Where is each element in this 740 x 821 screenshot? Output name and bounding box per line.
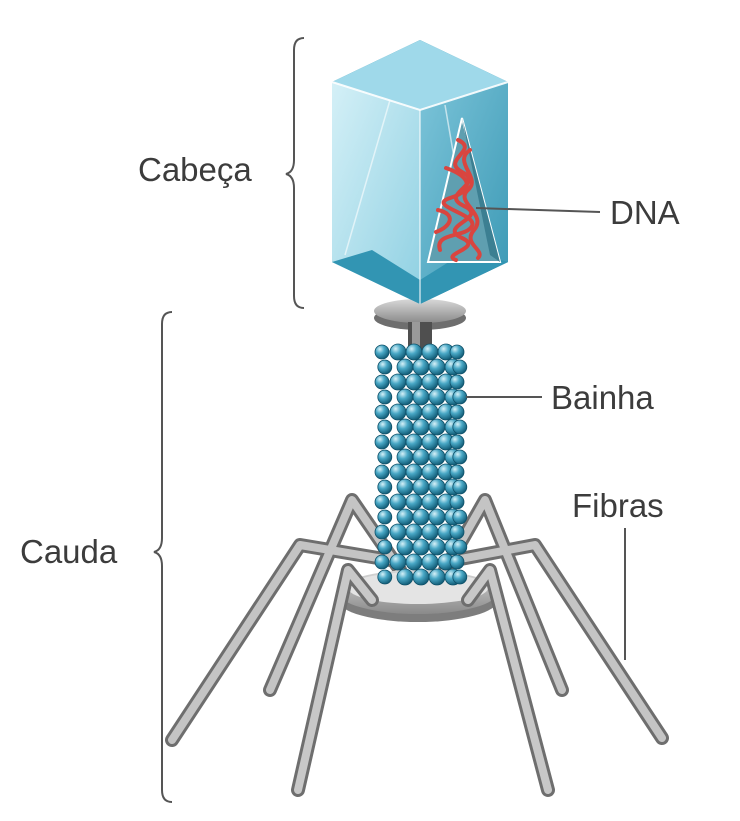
sheath-bead — [389, 433, 407, 451]
tail-label: Cauda — [20, 533, 118, 570]
sheath-bead — [405, 553, 423, 571]
tail-bracket — [153, 311, 173, 803]
sheath-bead — [428, 418, 446, 436]
sheath-bead — [412, 568, 430, 586]
sheath-bead — [374, 434, 390, 450]
sheath-bead — [396, 448, 414, 466]
sheath-bead — [396, 568, 414, 586]
sheath-bead — [374, 464, 390, 480]
sheath-bead — [452, 359, 468, 375]
sheath-bead — [412, 418, 430, 436]
sheath-bead — [449, 434, 465, 450]
sheath-bead — [377, 509, 393, 525]
sheath-bead — [389, 553, 407, 571]
sheath-bead — [405, 493, 423, 511]
sheath-bead — [405, 403, 423, 421]
sheath-bead — [428, 388, 446, 406]
sheath-bead — [449, 344, 465, 360]
sheath-bead — [428, 358, 446, 376]
collar — [374, 299, 466, 350]
sheath-bead — [374, 494, 390, 510]
sheath-bead — [396, 538, 414, 556]
sheath-bead — [421, 403, 439, 421]
sheath-bead — [452, 539, 468, 555]
dna-label: DNA — [610, 194, 680, 231]
capsid-head — [331, 40, 509, 304]
sheath-bead — [421, 373, 439, 391]
sheath-bead — [421, 523, 439, 541]
sheath-bead — [396, 478, 414, 496]
sheath-bead — [389, 523, 407, 541]
sheath-bead — [428, 568, 446, 586]
sheath-bead — [412, 358, 430, 376]
sheath-label: Bainha — [551, 379, 654, 416]
sheath-bead — [452, 419, 468, 435]
fibers-label: Fibras — [572, 487, 664, 524]
sheath-bead — [389, 343, 407, 361]
sheath-bead — [405, 433, 423, 451]
sheath-bead — [428, 508, 446, 526]
sheath-bead — [449, 494, 465, 510]
sheath-bead — [412, 508, 430, 526]
sheath-bead — [377, 539, 393, 555]
sheath-bead — [396, 358, 414, 376]
sheath-bead — [449, 524, 465, 540]
sheath-bead — [449, 464, 465, 480]
sheath-bead — [428, 478, 446, 496]
sheath-bead — [377, 359, 393, 375]
sheath-bead — [374, 344, 390, 360]
sheath-bead — [412, 448, 430, 466]
sheath-bead — [405, 373, 423, 391]
sheath-bead — [449, 404, 465, 420]
sheath-bead — [405, 343, 423, 361]
sheath-bead — [452, 389, 468, 405]
sheath — [374, 343, 468, 586]
sheath-bead — [421, 343, 439, 361]
sheath-bead — [449, 554, 465, 570]
sheath-bead — [412, 538, 430, 556]
sheath-bead — [421, 493, 439, 511]
sheath-bead — [421, 553, 439, 571]
sheath-bead — [405, 463, 423, 481]
sheath-bead — [421, 463, 439, 481]
head-bracket — [285, 37, 305, 309]
sheath-bead — [396, 388, 414, 406]
sheath-bead — [452, 449, 468, 465]
sheath-bead — [374, 524, 390, 540]
sheath-bead — [374, 404, 390, 420]
sheath-bead — [405, 523, 423, 541]
sheath-bead — [377, 569, 393, 585]
sheath-bead — [412, 388, 430, 406]
sheath-bead — [396, 418, 414, 436]
sheath-bead — [452, 569, 468, 585]
sheath-bead — [428, 538, 446, 556]
tail-fibers-front — [291, 563, 555, 797]
sheath-bead — [389, 373, 407, 391]
sheath-bead — [396, 508, 414, 526]
sheath-bead — [412, 478, 430, 496]
sheath-bead — [452, 479, 468, 495]
sheath-bead — [421, 433, 439, 451]
sheath-bead — [377, 389, 393, 405]
sheath-bead — [377, 479, 393, 495]
head-label: Cabeça — [138, 151, 252, 188]
sheath-bead — [389, 493, 407, 511]
sheath-bead — [377, 419, 393, 435]
sheath-bead — [428, 448, 446, 466]
dna-strands — [434, 138, 482, 262]
sheath-bead — [377, 449, 393, 465]
sheath-bead — [452, 509, 468, 525]
sheath-bead — [374, 554, 390, 570]
sheath-bead — [374, 374, 390, 390]
sheath-bead — [449, 374, 465, 390]
dna-leader-line — [475, 207, 601, 213]
sheath-bead — [389, 463, 407, 481]
sheath-bead — [389, 403, 407, 421]
